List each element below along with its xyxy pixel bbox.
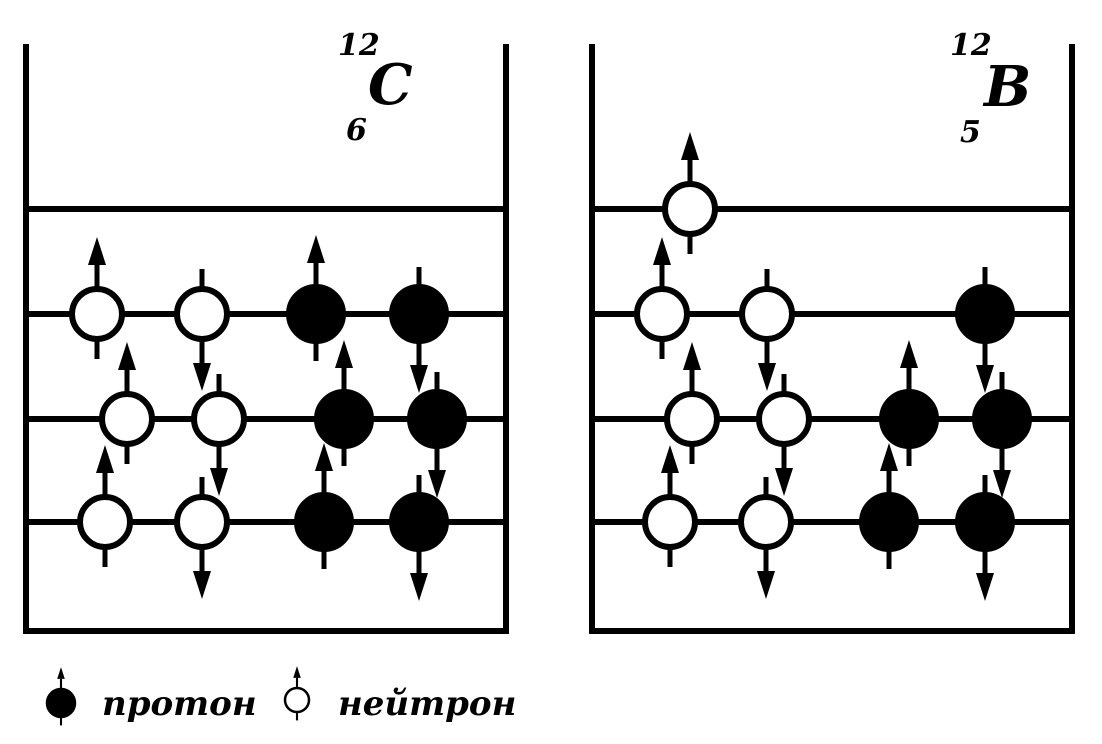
neutron-spin-up	[662, 132, 718, 254]
nucleus-panel-c12: 12 C 6	[23, 28, 509, 634]
particles-c12	[69, 235, 467, 601]
particles-b12	[634, 132, 1032, 601]
proton-circle	[955, 492, 1015, 552]
neutron-spin-up	[634, 237, 690, 359]
proton-spin-down	[955, 267, 1015, 393]
atomic-number: 6	[346, 113, 367, 148]
spin-arrow-head	[428, 470, 446, 498]
spin-arrow-head	[57, 667, 65, 679]
proton-spin-down	[407, 372, 467, 498]
neutron-circle	[174, 494, 230, 550]
proton-spin-down	[389, 475, 449, 601]
neutron-spin-down	[738, 477, 794, 599]
proton-circle	[859, 492, 919, 552]
spin-arrow-head	[193, 571, 211, 599]
neutron-circle	[99, 391, 155, 447]
element-symbol: B	[982, 54, 1031, 120]
proton-spin-down	[972, 372, 1032, 498]
neutron-circle	[77, 494, 133, 550]
neutron-spin-down	[174, 477, 230, 599]
spin-arrow-head	[681, 132, 699, 160]
spin-arrow-head	[653, 237, 671, 265]
mass-number: 12	[338, 28, 380, 63]
proton-circle	[389, 492, 449, 552]
proton-spin-up	[45, 667, 77, 726]
spin-arrow-head	[976, 365, 994, 393]
nucleus-panel-b12: 12 B 5	[589, 28, 1075, 634]
neutron-circle	[664, 391, 720, 447]
mass-number: 12	[950, 28, 992, 63]
spin-arrow-head	[757, 571, 775, 599]
neutron-circle	[174, 286, 230, 342]
neutron-circle	[738, 494, 794, 550]
neutron-circle	[642, 494, 698, 550]
proton-spin-up	[294, 443, 354, 569]
neutron-circle	[662, 181, 718, 237]
neutron-spin-down	[174, 269, 230, 391]
proton-circle	[286, 284, 346, 344]
neutron-icon	[283, 666, 311, 721]
spin-arrow-head	[210, 468, 228, 496]
neutron-circle	[283, 686, 311, 714]
proton-circle	[879, 389, 939, 449]
spin-arrow-head	[880, 443, 898, 471]
neutron-circle	[191, 391, 247, 447]
spin-arrow-head	[307, 235, 325, 263]
neutron-spin-down	[756, 374, 812, 496]
spin-arrow-head	[976, 573, 994, 601]
proton-circle	[45, 687, 77, 719]
proton-spin-up	[879, 340, 939, 466]
spin-arrow-head	[293, 666, 301, 678]
legend: протон нейтрон	[45, 666, 516, 726]
neutron-spin-up	[99, 342, 155, 464]
spin-arrow-head	[410, 365, 428, 393]
proton-circle	[407, 389, 467, 449]
element-symbol: C	[368, 52, 413, 118]
spin-arrow-head	[993, 470, 1011, 498]
neutron-spin-up	[664, 342, 720, 464]
spin-arrow-head	[315, 443, 333, 471]
legend-neutron-label: нейтрон	[338, 684, 516, 724]
potential-well	[23, 44, 509, 634]
legend-proton-label: протон	[102, 684, 257, 724]
neutron-spin-up	[642, 445, 698, 567]
proton-circle	[314, 389, 374, 449]
neutron-spin-up	[283, 666, 311, 721]
neutron-spin-down	[191, 374, 247, 496]
spin-arrow-head	[758, 363, 776, 391]
spin-arrow-head	[335, 340, 353, 368]
proton-spin-down	[955, 475, 1015, 601]
proton-circle	[389, 284, 449, 344]
neutron-spin-down	[739, 269, 795, 391]
proton-spin-down	[389, 267, 449, 393]
potential-well	[589, 44, 1075, 634]
proton-spin-up	[314, 340, 374, 466]
proton-spin-up	[286, 235, 346, 361]
spin-arrow-head	[118, 342, 136, 370]
neutron-circle	[69, 286, 125, 342]
spin-arrow-head	[900, 340, 918, 368]
spin-arrow-head	[410, 573, 428, 601]
spin-arrow-head	[96, 445, 114, 473]
neutron-spin-up	[77, 445, 133, 567]
neutron-circle	[634, 286, 690, 342]
proton-circle	[955, 284, 1015, 344]
proton-icon	[45, 667, 77, 726]
spin-arrow-head	[683, 342, 701, 370]
spin-arrow-head	[193, 363, 211, 391]
neutron-spin-up	[69, 237, 125, 359]
spin-arrow-head	[775, 468, 793, 496]
proton-circle	[294, 492, 354, 552]
proton-circle	[972, 389, 1032, 449]
spin-arrow-head	[88, 237, 106, 265]
neutron-circle	[739, 286, 795, 342]
spin-arrow-head	[661, 445, 679, 473]
atomic-number: 5	[960, 115, 981, 150]
proton-spin-up	[859, 443, 919, 569]
neutron-circle	[756, 391, 812, 447]
